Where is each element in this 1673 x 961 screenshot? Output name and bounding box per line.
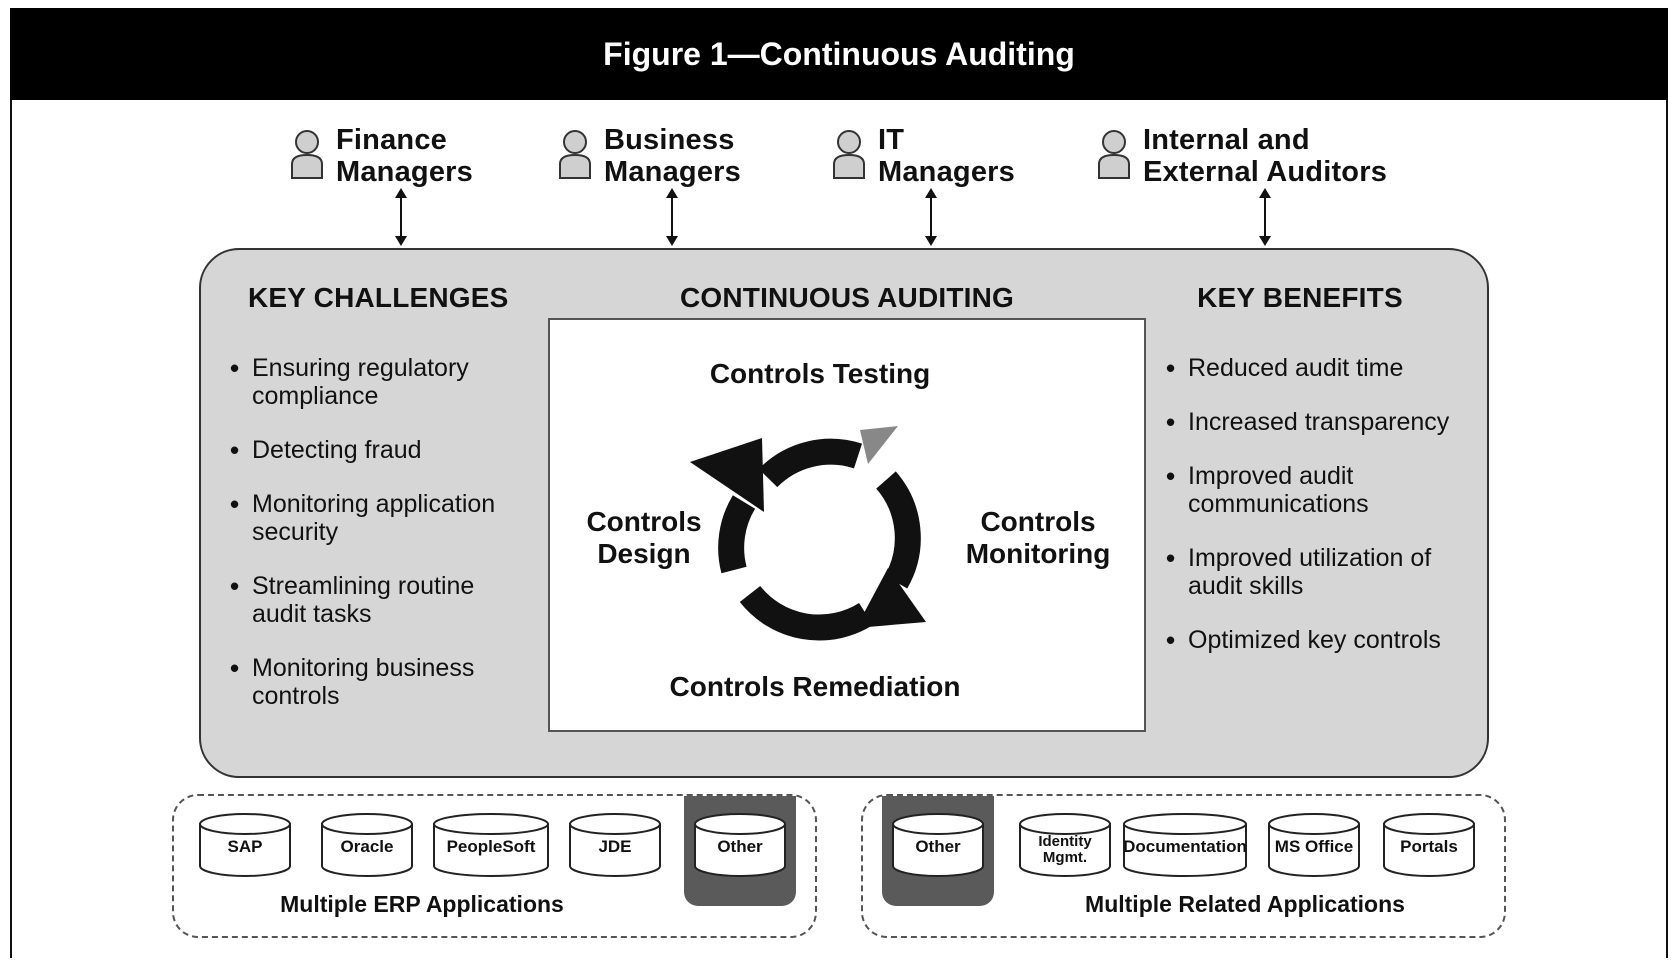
- role-line: External Auditors: [1143, 156, 1388, 188]
- database-jde: JDE: [568, 812, 662, 878]
- list-item: Optimized key controls: [1166, 626, 1466, 654]
- database-label-line: Mgmt.: [1042, 849, 1088, 866]
- database-peoplesoft: PeopleSoft: [432, 812, 550, 878]
- person-icon: [291, 130, 323, 179]
- role-line: Managers: [878, 156, 1015, 188]
- list-item: Monitoring business controls: [230, 654, 520, 710]
- database-other-erp: Other: [693, 812, 787, 878]
- double-arrow-icon: [666, 188, 678, 246]
- list-item: Monitoring application security: [230, 490, 520, 546]
- role-line: Business: [604, 124, 735, 156]
- list-item: Streamlining routine audit tasks: [230, 572, 520, 628]
- database-oracle: Oracle: [320, 812, 414, 878]
- controls-design-label: Controls Design: [574, 506, 714, 570]
- database-ms-office: MS Office: [1267, 812, 1361, 878]
- key-challenges-list: Ensuring regulatory compliance Detecting…: [230, 354, 520, 736]
- database-portals: Portals: [1382, 812, 1476, 878]
- list-item: Improved audit communications: [1166, 462, 1466, 518]
- key-benefits-heading: KEY BENEFITS: [1197, 282, 1403, 313]
- database-cylinder-icon: [892, 813, 984, 877]
- database-label: MS Office: [1274, 837, 1354, 856]
- database-cylinder-icon: [1019, 813, 1111, 877]
- continuous-auditing-heading: CONTINUOUS AUDITING: [679, 282, 1015, 313]
- key-benefits-list: Reduced audit time Increased transparenc…: [1166, 354, 1466, 680]
- erp-group-label: Multiple ERP Applications: [280, 891, 564, 917]
- database-label: Oracle: [340, 837, 394, 856]
- related-applications-group: [861, 794, 1506, 938]
- person-icon: [559, 130, 591, 179]
- stage-line: Monitoring: [965, 538, 1111, 569]
- figure-frame: [10, 8, 1668, 958]
- database-label: JDE: [598, 837, 632, 856]
- controls-testing-label: Controls Testing: [709, 358, 931, 389]
- database-cylinder-icon: [433, 813, 549, 877]
- list-item: Detecting fraud: [230, 436, 520, 464]
- database-identity-mgmt: Identity Mgmt.: [1018, 812, 1112, 878]
- person-icon: [1098, 130, 1130, 179]
- database-cylinder-icon: [1123, 813, 1247, 877]
- database-cylinder-icon: [1383, 813, 1475, 877]
- erp-applications-group: [172, 794, 817, 938]
- database-other-related: Other: [891, 812, 985, 878]
- database-label: Other: [717, 837, 763, 856]
- stage-line: Design: [597, 538, 691, 569]
- controls-cycle-box: [548, 318, 1146, 732]
- stage-line: Controls: [586, 506, 702, 537]
- double-arrow-icon: [395, 188, 407, 246]
- figure-title: Figure 1—Continuous Auditing: [10, 8, 1668, 100]
- double-arrow-icon: [925, 188, 937, 246]
- database-documentation: Documentation: [1122, 812, 1248, 878]
- database-label: Identity Mgmt.: [1018, 834, 1112, 866]
- database-sap: SAP: [198, 812, 292, 878]
- list-item: Improved utilization of audit skills: [1166, 544, 1466, 600]
- role-line: Managers: [604, 156, 741, 188]
- role-line: Internal and: [1143, 124, 1310, 156]
- role-line: Managers: [336, 156, 473, 188]
- role-line: IT: [878, 124, 905, 156]
- related-group-label: Multiple Related Applications: [1085, 891, 1405, 917]
- database-label: PeopleSoft: [446, 837, 536, 856]
- database-label: Documentation: [1123, 837, 1247, 856]
- database-cylinder-icon: [1268, 813, 1360, 877]
- controls-monitoring-label: Controls Monitoring: [958, 506, 1118, 570]
- database-label-line: Identity: [1038, 833, 1092, 850]
- database-label: Other: [915, 837, 961, 856]
- database-cylinder-icon: [199, 813, 291, 877]
- list-item: Ensuring regulatory compliance: [230, 354, 520, 410]
- database-cylinder-icon: [569, 813, 661, 877]
- person-icon: [833, 130, 865, 179]
- role-line: Finance: [336, 124, 447, 156]
- stage-line: Controls: [980, 506, 1096, 537]
- key-challenges-heading: KEY CHALLENGES: [248, 282, 509, 313]
- database-cylinder-icon: [321, 813, 413, 877]
- database-label: SAP: [227, 837, 263, 856]
- double-arrow-icon: [1259, 188, 1271, 246]
- controls-remediation-label: Controls Remediation: [669, 671, 961, 702]
- database-cylinder-icon: [694, 813, 786, 877]
- database-label: Portals: [1400, 837, 1458, 856]
- cycle-arrows-icon: [690, 426, 926, 641]
- list-item: Increased transparency: [1166, 408, 1466, 436]
- list-item: Reduced audit time: [1166, 354, 1466, 382]
